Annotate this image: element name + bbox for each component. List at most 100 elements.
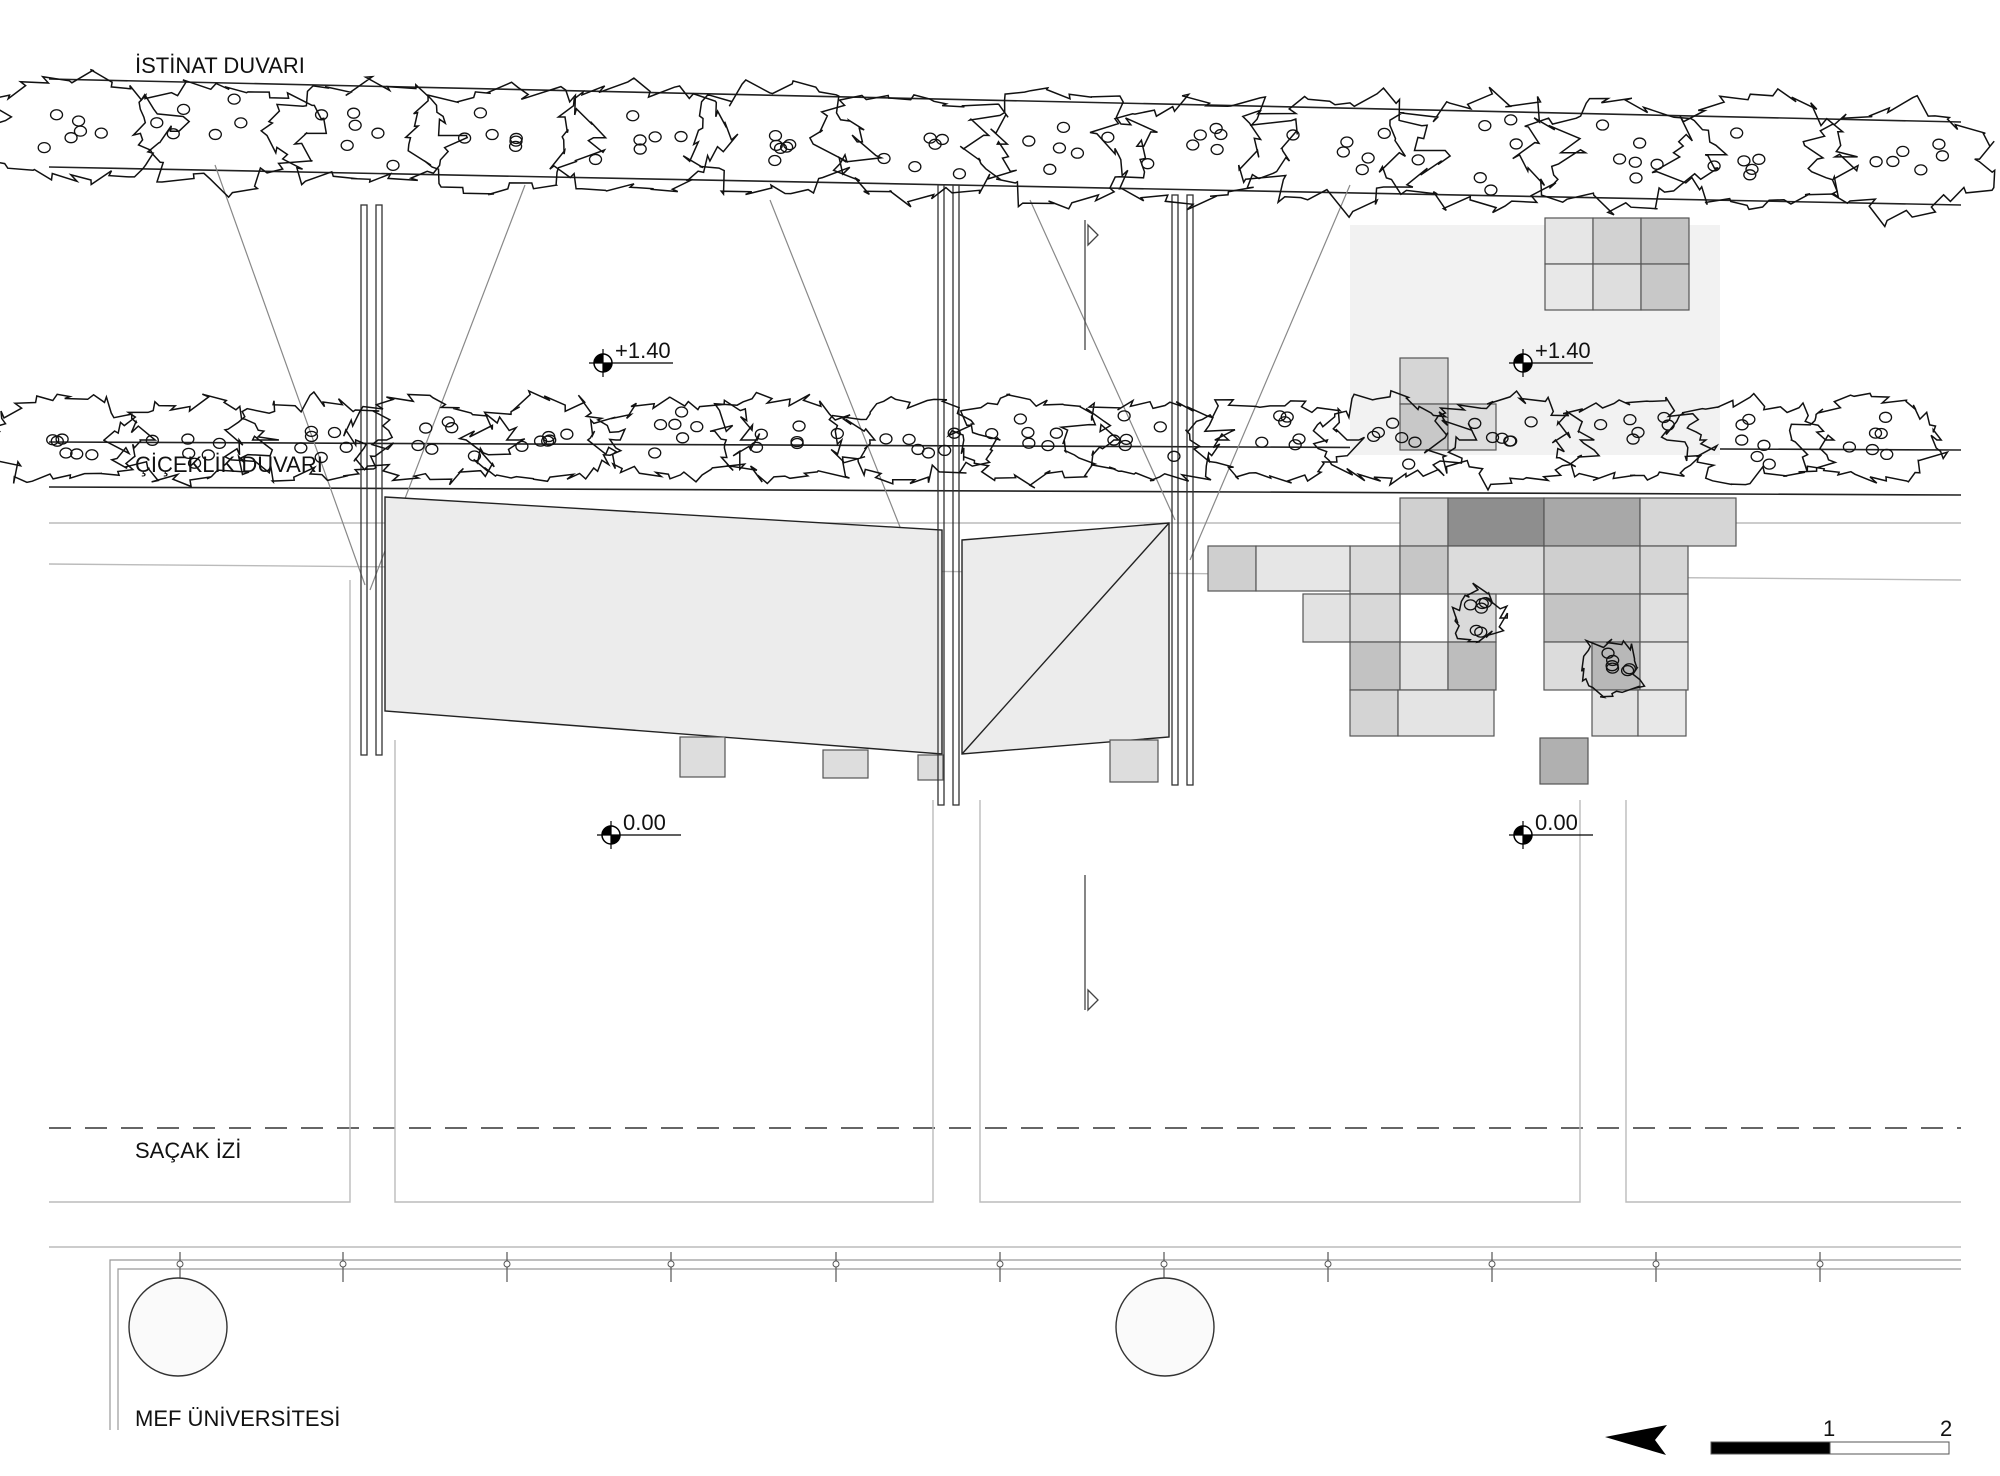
tree-canopy-icon bbox=[808, 94, 1017, 208]
paving-tile bbox=[1255, 545, 1351, 592]
tree-canopy-icon bbox=[1058, 398, 1236, 482]
paving-tile bbox=[1544, 217, 1594, 265]
paving-tile bbox=[1639, 497, 1737, 547]
tree-canopy-icon bbox=[223, 390, 395, 484]
paving-tile bbox=[1399, 497, 1449, 547]
paving-tile bbox=[1349, 689, 1399, 737]
tree-canopy-icon bbox=[1423, 389, 1601, 492]
column-circle-icon bbox=[128, 1277, 228, 1377]
paving-tile bbox=[1543, 497, 1641, 547]
paving-tile bbox=[1637, 689, 1687, 737]
rail-post bbox=[176, 1260, 184, 1268]
tree-canopy-icon bbox=[1651, 87, 1860, 211]
rail-post bbox=[1324, 1260, 1332, 1268]
tree-canopy-icon bbox=[457, 389, 627, 483]
rail-post bbox=[339, 1260, 347, 1268]
label-retaining-wall: İSTİNAT DUVARI bbox=[135, 53, 305, 78]
tree-canopy-icon bbox=[1237, 87, 1452, 219]
rail-post bbox=[1160, 1260, 1168, 1268]
paving-tile bbox=[1639, 593, 1689, 643]
paving-tile bbox=[1639, 641, 1689, 691]
label-eave-trace: SAÇAK İZİ bbox=[135, 1138, 241, 1163]
column-circle-icon bbox=[1115, 1277, 1215, 1377]
paving-tile bbox=[1399, 357, 1449, 405]
tree-canopy-icon bbox=[0, 68, 191, 186]
columns bbox=[360, 184, 1194, 806]
tree-canopy-icon bbox=[1788, 392, 1950, 484]
paving-tile bbox=[1447, 497, 1545, 547]
tree-canopy-icon bbox=[586, 396, 761, 483]
paving-tile bbox=[1544, 263, 1594, 311]
tree-canopy-icon bbox=[1512, 97, 1729, 216]
tree-canopy-icon bbox=[342, 393, 526, 486]
paving-tile bbox=[1592, 217, 1642, 265]
scale-tick-2: 2 bbox=[1940, 1416, 1952, 1441]
tree-canopy-icon bbox=[1184, 399, 1366, 484]
paving-tile bbox=[1539, 737, 1589, 785]
parking-outlines bbox=[49, 580, 1961, 1203]
paving-tiles bbox=[1207, 217, 1737, 785]
paving-tile bbox=[1640, 217, 1690, 265]
canopy-footings bbox=[679, 736, 1159, 783]
section-markers bbox=[1084, 220, 1099, 1012]
elevation-label: 0.00 bbox=[623, 810, 666, 835]
label-planter-wall: ÇİÇEKLİK DUVARI bbox=[135, 452, 323, 477]
rail-post bbox=[1816, 1260, 1824, 1268]
rail-post bbox=[996, 1260, 1004, 1268]
paving-tile bbox=[1447, 545, 1545, 595]
paving-tile bbox=[1207, 545, 1257, 592]
rail-posts bbox=[176, 1252, 1824, 1282]
paving-tile bbox=[1543, 545, 1641, 595]
tree-canopy-icon bbox=[1312, 389, 1478, 487]
rail-post bbox=[1652, 1260, 1660, 1268]
tree-canopy-icon bbox=[1580, 638, 1646, 699]
elevation-label: 0.00 bbox=[1535, 810, 1578, 835]
rail-post bbox=[503, 1260, 511, 1268]
north-arrow-icon bbox=[1605, 1425, 1667, 1455]
rail-post bbox=[1488, 1260, 1496, 1268]
paving-tile bbox=[1447, 641, 1497, 691]
tree-canopy-icon bbox=[709, 391, 877, 485]
paving-tile bbox=[1397, 689, 1495, 737]
scale-tick-1: 1 bbox=[1823, 1416, 1835, 1441]
paving-tile bbox=[1349, 545, 1401, 595]
elevation-label: +1.40 bbox=[615, 338, 671, 363]
paving-tile bbox=[1399, 545, 1449, 595]
tree-canopy-icon bbox=[828, 395, 1001, 485]
elevation-marker: +1.40 bbox=[589, 338, 673, 377]
tree-canopy-icon bbox=[946, 393, 1121, 489]
tree-canopy-icon bbox=[1551, 396, 1720, 482]
tree-canopy-icon bbox=[131, 79, 328, 199]
canopy-roof bbox=[384, 496, 1170, 755]
column-circles bbox=[128, 1277, 1215, 1377]
tree-canopy-icon bbox=[1378, 86, 1589, 214]
tree-canopy-icon bbox=[959, 86, 1158, 210]
tree-canopy-icon bbox=[0, 393, 158, 484]
tree-canopy-icon bbox=[682, 79, 885, 197]
paving-tile bbox=[1543, 593, 1641, 643]
paving-tile bbox=[1349, 593, 1401, 643]
tree-canopy-icon bbox=[102, 393, 280, 488]
tree-canopy-icon bbox=[1660, 392, 1838, 486]
tree-canopy-icon bbox=[1802, 94, 1996, 229]
paving-tile bbox=[1349, 641, 1401, 691]
paving-tile bbox=[1640, 263, 1690, 311]
site-boundary-rail bbox=[49, 1246, 1961, 1430]
elevation-marker: 0.00 bbox=[597, 810, 681, 849]
paving-tile bbox=[1592, 263, 1642, 311]
tree-canopy-icon bbox=[259, 75, 469, 186]
elevation-marker: +1.40 bbox=[1509, 338, 1593, 377]
tree-canopy-icon bbox=[403, 81, 608, 196]
rail-post bbox=[832, 1260, 840, 1268]
elevation-marker: 0.00 bbox=[1509, 810, 1593, 849]
label-university: MEF ÜNİVERSİTESİ bbox=[135, 1406, 340, 1431]
paving-tile bbox=[1399, 641, 1449, 691]
rail-post bbox=[667, 1260, 675, 1268]
paving-tile bbox=[1543, 641, 1593, 691]
paving-tile bbox=[1591, 689, 1639, 737]
tree-canopy-icon bbox=[1451, 582, 1509, 644]
tree-canopy-icon bbox=[549, 77, 739, 193]
scale-bar: 1 2 bbox=[1710, 1416, 1952, 1455]
